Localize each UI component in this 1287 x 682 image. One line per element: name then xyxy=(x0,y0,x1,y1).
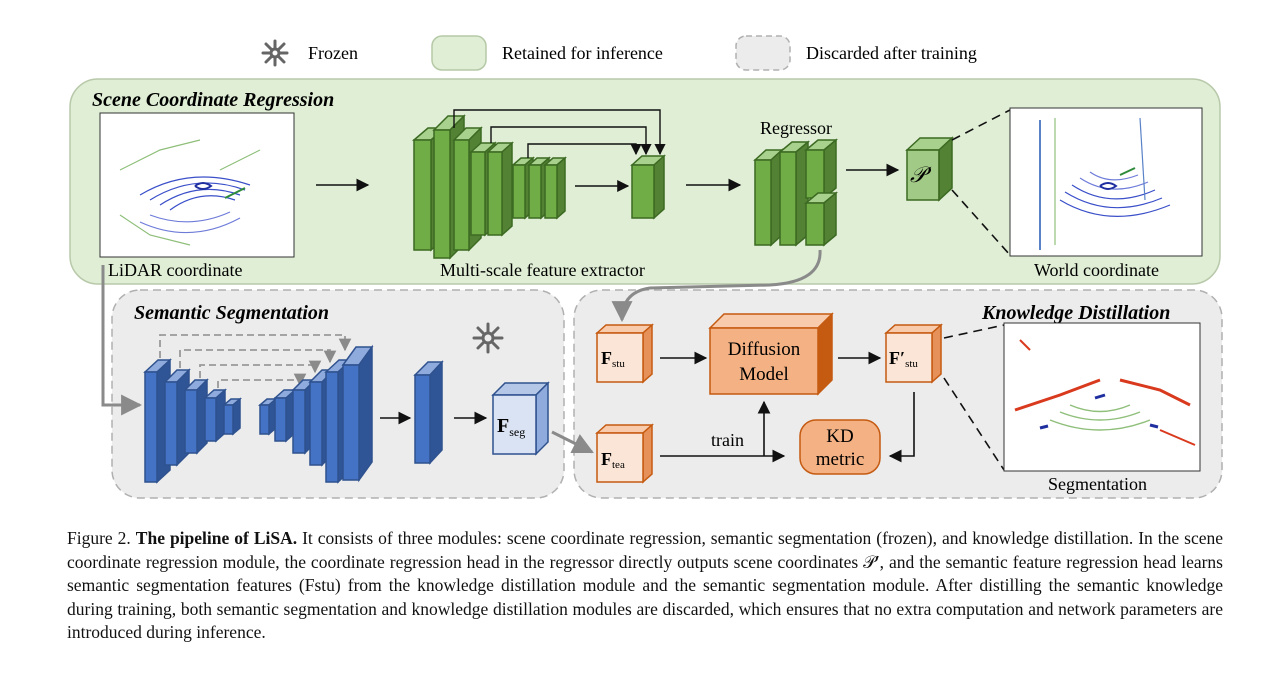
output-p-prime-label: 𝒫′ xyxy=(910,162,932,187)
diffusion-line2: Model xyxy=(739,364,789,385)
fstu-prime-block xyxy=(884,323,943,384)
arrow-lidar-to-segmentation xyxy=(101,265,143,416)
regressor-block xyxy=(753,148,784,247)
segmentation-label: Segmentation xyxy=(1048,474,1147,494)
kd-metric-block xyxy=(799,419,881,475)
legend-retained-swatch xyxy=(431,35,487,71)
seg-block xyxy=(257,397,279,436)
seg-head-block xyxy=(413,360,444,465)
kd-title: Knowledge Distillation xyxy=(981,302,1170,324)
regressor xyxy=(753,138,839,247)
extractor-label: Multi-scale feature extractor xyxy=(440,260,645,280)
caption-text: It consists of three modules: scene coor… xyxy=(67,528,1224,642)
fstu-prime-label: F′stu xyxy=(889,348,918,370)
segmentation-pointcloud-image xyxy=(1003,322,1201,472)
output-p-prime-block xyxy=(905,136,954,202)
fstu-block xyxy=(595,323,654,384)
extractor-block xyxy=(486,141,514,237)
legend-retained-label: Retained for inference xyxy=(502,43,663,63)
zoom-line-seg-bottom xyxy=(943,377,1005,471)
kd-metric-line1: KD xyxy=(826,426,853,447)
world-pointcloud-image xyxy=(1009,107,1203,257)
regressor-block xyxy=(777,140,811,247)
extractor-block xyxy=(543,156,567,220)
scr-title: Scene Coordinate Regression xyxy=(92,89,334,111)
lidar-pointcloud-image xyxy=(99,112,295,258)
train-label: train xyxy=(711,430,744,450)
fstu-label: Fstu xyxy=(601,348,625,370)
caption-title: The pipeline of LiSA. xyxy=(135,528,298,548)
seg-block xyxy=(341,344,374,483)
pipeline-figure: Frozen Retained for inference Discarded … xyxy=(69,35,1223,499)
seg-module: Semantic Segmentation xyxy=(111,289,565,499)
diffusion-model-block xyxy=(708,312,834,396)
zoom-line-seg-top xyxy=(943,324,1005,339)
figure-caption: Figure 2. The pipeline of LiSA. It consi… xyxy=(67,527,1223,645)
legend-discarded-label: Discarded after training xyxy=(806,43,977,63)
ftea-block xyxy=(595,423,654,484)
kd-module: Knowledge Distillation Fstu Ftea Diffusi… xyxy=(573,289,1223,499)
world-label: World coordinate xyxy=(1034,260,1159,280)
fseg-block xyxy=(491,381,550,456)
arrow-regressor-to-fstu xyxy=(611,249,822,323)
extractor-output-block xyxy=(630,154,666,220)
seg-block xyxy=(203,388,227,443)
seg-block xyxy=(183,378,209,455)
arrow-fstu2-to-kd xyxy=(888,392,915,463)
skip-connections xyxy=(453,109,666,158)
feature-extractor xyxy=(411,114,666,260)
regressor-coord-head xyxy=(803,138,839,200)
legend: Frozen Retained for inference Discarded … xyxy=(261,35,977,71)
lidar-label: LiDAR coordinate xyxy=(108,260,242,280)
arrow-fseg-to-ftea xyxy=(551,430,594,454)
regressor-label: Regressor xyxy=(760,118,832,138)
unet-encoder xyxy=(143,358,243,484)
diffusion-line1: Diffusion xyxy=(728,339,801,360)
caption-label: Figure 2. xyxy=(67,528,131,548)
fseg-label: Fseg xyxy=(497,415,525,439)
ftea-label: Ftea xyxy=(601,449,625,471)
snowflake-icon xyxy=(472,322,504,354)
snowflake-icon xyxy=(261,39,289,67)
regressor-semantic-head xyxy=(803,191,839,247)
seg-title: Semantic Segmentation xyxy=(134,302,329,324)
kd-metric-line2: metric xyxy=(816,449,865,470)
zoom-line-top xyxy=(951,109,1011,141)
seg-block xyxy=(221,397,243,436)
unet-decoder xyxy=(257,344,374,484)
legend-frozen-label: Frozen xyxy=(308,43,358,63)
legend-discarded-swatch xyxy=(735,35,791,71)
seg-block xyxy=(273,388,297,443)
scr-module: Scene Coordinate Regression LiDAR coordi… xyxy=(69,78,1221,285)
